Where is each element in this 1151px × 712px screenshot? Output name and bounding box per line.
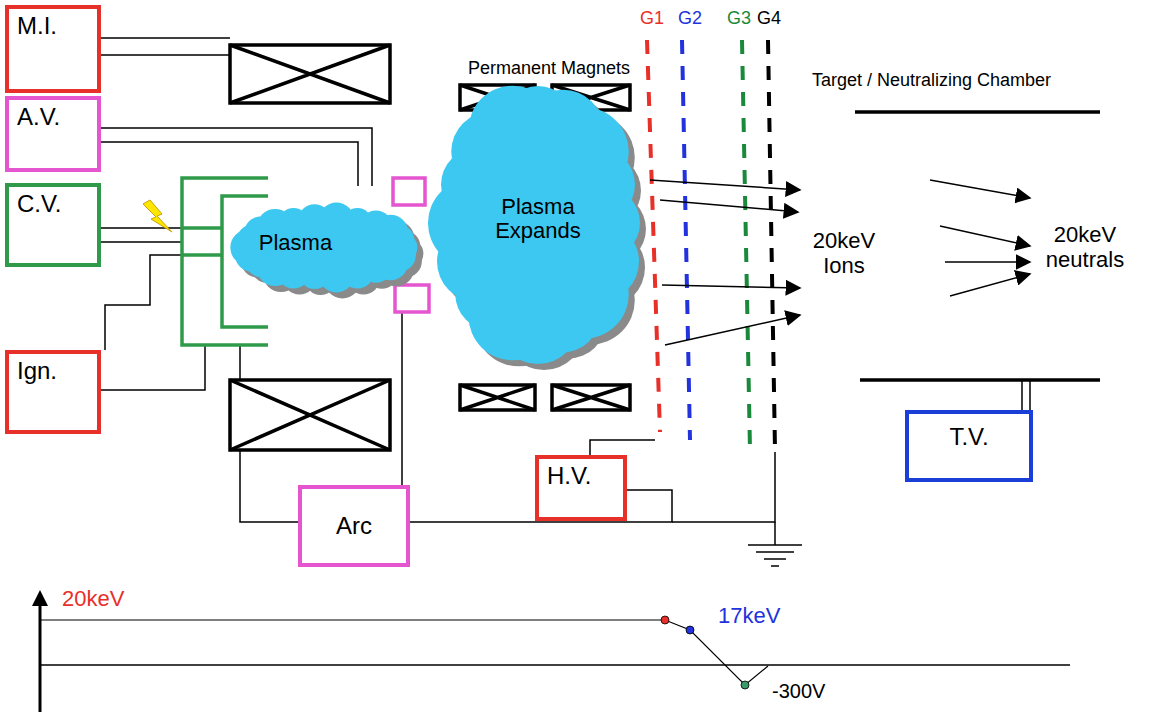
anode bbox=[393, 178, 425, 205]
ion-beam-arrow bbox=[660, 200, 798, 212]
part-label: Target / Neutralizing Chamber bbox=[812, 70, 1051, 91]
ground-symbol bbox=[764, 558, 786, 560]
control-box: Ign. bbox=[5, 350, 101, 434]
anode bbox=[395, 285, 429, 312]
electromagnet bbox=[230, 45, 390, 103]
chamber-wire bbox=[1029, 380, 1031, 410]
potential-point bbox=[686, 626, 694, 634]
ion-beam-arrow bbox=[650, 180, 800, 345]
ground-wire bbox=[672, 452, 775, 522]
cloud-body bbox=[428, 86, 640, 364]
potential-point bbox=[661, 616, 669, 624]
arc-anode-wire bbox=[401, 312, 403, 485]
chamber-wire bbox=[1021, 380, 1023, 410]
node-text: C.V. bbox=[17, 191, 61, 217]
supply-box: T.V. bbox=[905, 410, 1033, 482]
ground-symbol bbox=[756, 551, 794, 553]
supply-box: H.V. bbox=[535, 455, 627, 521]
neutralizing-chamber bbox=[855, 110, 1100, 114]
extraction-grid bbox=[647, 40, 775, 450]
extraction-grid bbox=[742, 40, 750, 450]
electromagnet bbox=[230, 45, 390, 103]
ground-symbol bbox=[748, 544, 802, 546]
node-text: M.I. bbox=[17, 13, 57, 39]
grid-label: G3 bbox=[727, 8, 751, 29]
potential-value: -300V bbox=[772, 680, 825, 703]
igniter-wire bbox=[101, 255, 205, 390]
node-text: T.V. bbox=[949, 424, 988, 450]
node-text: Plasma Expands bbox=[470, 195, 606, 243]
neutral-beam-arrow bbox=[930, 180, 1030, 198]
node-text: A.V. bbox=[17, 104, 60, 130]
control-box: A.V. bbox=[5, 96, 101, 172]
extraction-grid bbox=[647, 40, 660, 432]
neutralizing-chamber bbox=[860, 378, 1100, 382]
wires bbox=[101, 38, 775, 545]
spark-symbol bbox=[143, 200, 172, 232]
ground-symbol bbox=[748, 545, 802, 566]
permanent-magnet bbox=[460, 385, 535, 410]
cloud-body bbox=[384, 225, 414, 255]
plot-axis bbox=[39, 600, 42, 712]
beam-label: 20keV Ions bbox=[803, 228, 885, 279]
ion-beam-arrow bbox=[662, 285, 800, 288]
permanent-magnet bbox=[552, 385, 630, 410]
beam-label: 20keV neutrals bbox=[1035, 222, 1135, 273]
cathode bbox=[182, 228, 222, 255]
potential-plot bbox=[32, 590, 1070, 712]
plot-axis bbox=[40, 664, 1070, 666]
neutral-beam-arrow bbox=[940, 226, 1030, 246]
ion-beam-arrow bbox=[650, 180, 800, 190]
grid-label: G1 bbox=[640, 8, 664, 29]
node-text: Ign. bbox=[17, 358, 57, 384]
part-label: Permanent Magnets bbox=[468, 58, 630, 79]
control-box: M.I. bbox=[5, 5, 101, 93]
plasma-cloud: Plasma Expands bbox=[428, 78, 648, 368]
chamber-wire bbox=[1022, 380, 1030, 410]
permanent-magnet bbox=[460, 385, 535, 410]
cathode bbox=[182, 178, 268, 345]
node-text: H.V. bbox=[547, 463, 591, 489]
hv-grid-wire bbox=[590, 440, 655, 455]
extraction-grid bbox=[682, 40, 690, 440]
plot-axis bbox=[32, 590, 48, 606]
permanent-magnet bbox=[552, 385, 630, 410]
ground-symbol bbox=[771, 565, 779, 567]
control-box: C.V. bbox=[5, 183, 101, 267]
ground-wire bbox=[774, 522, 776, 545]
grid-label: G2 bbox=[678, 8, 702, 29]
potential-value: 17keV bbox=[718, 603, 780, 628]
node-text: Arc bbox=[336, 513, 372, 539]
neutral-beam-arrow bbox=[945, 261, 1030, 263]
extraction-grid bbox=[768, 40, 775, 450]
electromagnet bbox=[230, 380, 390, 450]
potential-curve bbox=[40, 620, 768, 685]
ion-beam-arrow bbox=[665, 315, 800, 345]
supply-box: Arc bbox=[298, 485, 410, 567]
cathode bbox=[182, 178, 268, 345]
node-text: Plasma bbox=[259, 231, 332, 255]
neutral-beam-arrow bbox=[950, 274, 1030, 296]
plasma-cloud: Plasma bbox=[228, 200, 423, 295]
potential-value: 20keV bbox=[62, 586, 124, 611]
potential-point bbox=[741, 681, 749, 689]
magnet-wire bbox=[101, 38, 230, 55]
electromagnet bbox=[230, 380, 390, 450]
neutral-beam-arrow bbox=[930, 180, 1030, 296]
grid-label: G4 bbox=[757, 8, 781, 29]
cloud-body bbox=[230, 203, 417, 293]
